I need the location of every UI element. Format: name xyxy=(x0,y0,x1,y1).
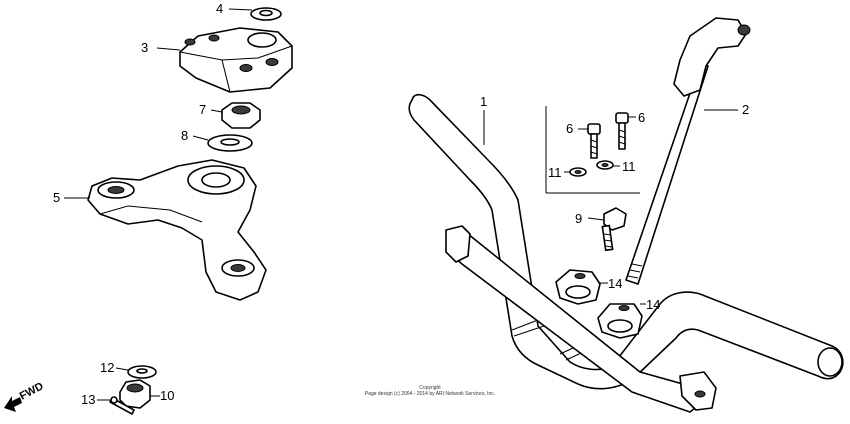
part-5-top-bridge[interactable] xyxy=(87,159,267,301)
callout-11b: 11 xyxy=(622,159,636,174)
callout-12: 12 xyxy=(100,360,114,375)
fwd-label: FWD xyxy=(18,380,46,402)
part-14-lower-holder-left[interactable] xyxy=(555,269,601,305)
callout-14a: 14 xyxy=(608,276,622,291)
callout-11a: 11 xyxy=(548,165,562,180)
callout-4: 4 xyxy=(216,1,223,16)
fwd-arrow-icon xyxy=(4,396,22,412)
callout-14b: 14 xyxy=(646,297,660,312)
callout-9: 9 xyxy=(575,211,582,226)
part-2-handlebar-stay[interactable] xyxy=(625,17,751,285)
copyright-text: Page design (c) 2004 - 2014 by ARI Netwo… xyxy=(364,391,496,397)
copyright-title: Copyright xyxy=(419,385,441,391)
part-4-washer[interactable] xyxy=(250,7,282,21)
callout-6a: 6 xyxy=(566,121,573,136)
part-7-steering-stem-nut[interactable] xyxy=(221,102,261,129)
part-3-handlebar-upper-holder[interactable] xyxy=(179,27,293,93)
part-13-cotter-pin[interactable] xyxy=(109,396,135,415)
callout-13: 13 xyxy=(81,392,95,407)
part-9-bolt[interactable] xyxy=(601,207,627,252)
part-6-bolt-right[interactable] xyxy=(615,112,629,150)
callout-2: 2 xyxy=(742,102,749,117)
callout-5: 5 xyxy=(53,190,60,205)
callout-8: 8 xyxy=(181,128,188,143)
callout-1: 1 xyxy=(480,94,487,109)
part-12-washer[interactable] xyxy=(127,365,157,379)
part-6-bolt-left[interactable] xyxy=(587,123,601,159)
part-14-lower-holder-right[interactable] xyxy=(597,303,643,339)
part-8-washer[interactable] xyxy=(207,134,253,152)
part-11-washer-right[interactable] xyxy=(596,160,614,170)
callout-7: 7 xyxy=(199,102,206,117)
part-10-nut[interactable] xyxy=(119,379,151,409)
detail-inset-frame xyxy=(545,106,640,194)
callout-3: 3 xyxy=(141,40,148,55)
copyright-notice: Copyright Page design (c) 2004 - 2014 by… xyxy=(330,385,530,397)
callout-6b: 6 xyxy=(638,110,645,125)
callout-10: 10 xyxy=(160,388,174,403)
part-11-washer-left[interactable] xyxy=(569,167,587,177)
part-1-handlebar[interactable] xyxy=(408,93,844,413)
